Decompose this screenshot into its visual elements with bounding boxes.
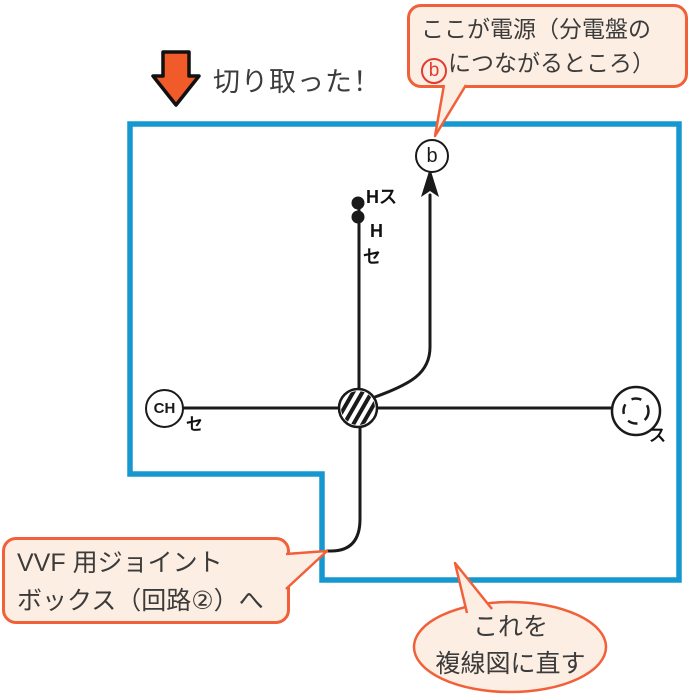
- redraw-callout-line2: 複線図に直す: [435, 650, 586, 678]
- cut-down-arrow-icon: [151, 50, 201, 107]
- junction-hatching: [341, 391, 375, 425]
- ceiling-device-inner-circle: [622, 397, 650, 425]
- vvf-callout: VVF 用ジョイント ボックス（回路②）へ: [2, 537, 290, 624]
- cutout-box-outline: [127, 121, 682, 583]
- redraw-callout-text: これを 複線図に直す: [413, 609, 608, 683]
- power-cable: [373, 193, 432, 399]
- switch-lower-label-h: H: [370, 221, 383, 241]
- switch-dot-lower: [351, 210, 365, 224]
- power-callout-line2-text: につながるところ）: [448, 50, 655, 76]
- switch-lower-label-se: セ: [363, 247, 381, 267]
- chime-device-symbol: CH: [145, 389, 184, 428]
- redraw-callout-line1: これを: [472, 613, 548, 641]
- to-vvf-box-cable: [325, 423, 362, 553]
- ceiling-suffix-label: ス: [649, 426, 666, 445]
- power-arrowhead-icon: [421, 168, 439, 197]
- power-terminal-b: b: [415, 139, 449, 173]
- switch-upper-label: Hス: [366, 187, 397, 207]
- ceiling-device-symbol: [610, 385, 662, 437]
- vvf-callout-line1: VVF 用ジョイント: [17, 549, 223, 577]
- chime-suffix-label: セ: [186, 415, 203, 434]
- vvf-callout-line2: ボックス（回路②）へ: [17, 587, 264, 615]
- switch-dot-upper: [351, 196, 365, 210]
- cut-note-label: 切り取った！: [213, 67, 381, 97]
- b-badge: b: [421, 58, 447, 84]
- redraw-callout-bubble: [412, 600, 608, 694]
- power-callout-line1: ここが電源（分電盤の: [421, 16, 651, 42]
